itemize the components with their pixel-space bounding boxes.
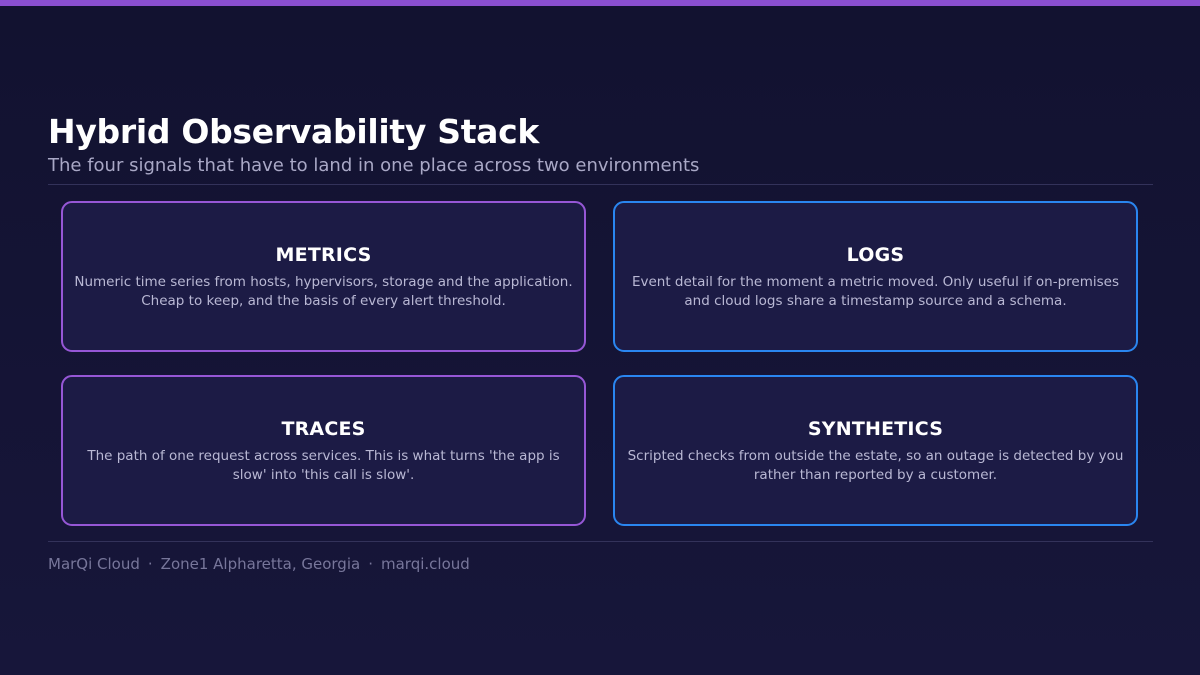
footer-divider [48,541,1153,542]
header-divider [48,184,1153,185]
card-title: LOGS [846,244,905,266]
card-description: Numeric time series from hosts, hypervis… [74,274,573,309]
card-title: SYNTHETICS [807,418,944,440]
slide-footer: MarQi Cloud · Zone1 Alpharetta, Georgia · ma… [48,554,470,574]
top-accent-bar [0,0,1200,6]
slide-subtitle: The four signals that have to land in on… [48,155,700,176]
footer-brand: MarQi Cloud [48,555,140,573]
card-description: Scripted checks from outside the estate,… [627,448,1124,483]
slide-title: Hybrid Observability Stack [48,112,540,151]
card-title: TRACES [281,418,366,440]
card-title: METRICS [275,244,372,266]
card-description: Event detail for the moment a metric mov… [631,274,1120,309]
card-description: The path of one request across services.… [87,448,560,483]
footer-website: marqi.cloud [380,555,470,573]
slide-header: Hybrid Observability Stack The four sign… [48,112,1153,178]
footer-location: Zone1 Alpharetta, Georgia [160,555,361,573]
card-metrics: METRICS Numeric time series from hosts, … [61,201,586,352]
card-logs: LOGS Event detail for the moment a metri… [613,201,1138,352]
footer-separator: · [368,555,373,573]
footer-separator: · [147,555,153,573]
card-traces: TRACES The path of one request across se… [61,375,586,526]
signal-card-grid: METRICS Numeric time series from hosts, … [61,201,1140,527]
card-synthetics: SYNTHETICS Scripted checks from outside … [613,375,1138,526]
